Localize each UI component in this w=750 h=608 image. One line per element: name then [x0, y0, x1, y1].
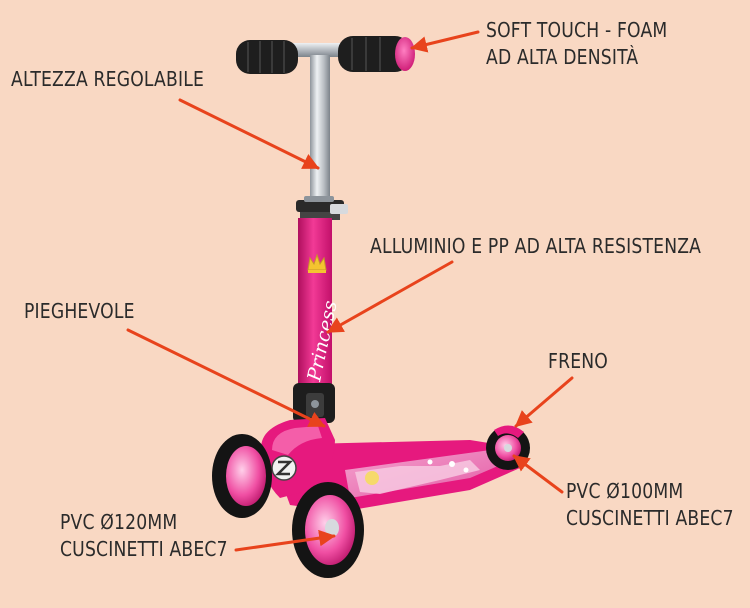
label-alluminio-text: ALLUMINIO E PP AD ALTA RESISTENZA — [370, 234, 702, 258]
crown-icon — [307, 253, 327, 273]
label-freno: FRENO — [548, 348, 608, 375]
label-front-wheel-line2: CUSCINETTI ABEC7 — [60, 537, 228, 561]
front-left-wheel — [212, 434, 272, 518]
arrow-rear-wheel — [512, 454, 564, 494]
label-soft-touch: SOFT TOUCH - FOAM AD ALTA DENSITÀ — [486, 17, 667, 71]
label-rear-wheel-line1: PVC Ø100MM — [566, 479, 684, 503]
label-rear-wheel-line2: CUSCINETTI ABEC7 — [566, 506, 734, 530]
arrow-altezza — [178, 98, 320, 170]
label-soft-touch-line1: SOFT TOUCH - FOAM — [486, 18, 668, 42]
label-alluminio: ALLUMINIO E PP AD ALTA RESISTENZA — [370, 233, 701, 260]
label-altezza: ALTEZZA REGOLABILE — [11, 66, 204, 93]
rear-brake — [494, 425, 524, 438]
arrow-front-wheel — [234, 529, 336, 552]
arrow-alluminio — [326, 260, 454, 334]
front-body — [261, 418, 335, 498]
arrow-freno — [514, 376, 574, 428]
label-front-wheel-line1: PVC Ø120MM — [60, 510, 178, 534]
height-clamp — [296, 196, 348, 220]
label-pieghevole: PIEGHEVOLE — [24, 298, 135, 325]
arrow-soft-touch — [410, 30, 480, 53]
front-right-wheel — [292, 482, 364, 578]
label-soft-touch-line2: AD ALTA DENSITÀ — [486, 45, 639, 69]
folding-joint — [293, 383, 335, 423]
callout-arrows — [126, 30, 574, 552]
right-grip — [338, 36, 415, 72]
arrow-pieghevole — [126, 328, 326, 428]
label-altezza-text: ALTEZZA REGOLABILE — [11, 67, 205, 91]
label-rear-wheel: PVC Ø100MM CUSCINETTI ABEC7 — [566, 478, 734, 532]
label-front-wheel: PVC Ø120MM CUSCINETTI ABEC7 — [60, 509, 228, 563]
label-pieghevole-text: PIEGHEVOLE — [24, 299, 135, 323]
label-freno-text: FRENO — [548, 349, 608, 373]
pink-stem — [298, 218, 332, 388]
left-grip — [236, 40, 298, 74]
aluminium-stem — [310, 55, 330, 205]
